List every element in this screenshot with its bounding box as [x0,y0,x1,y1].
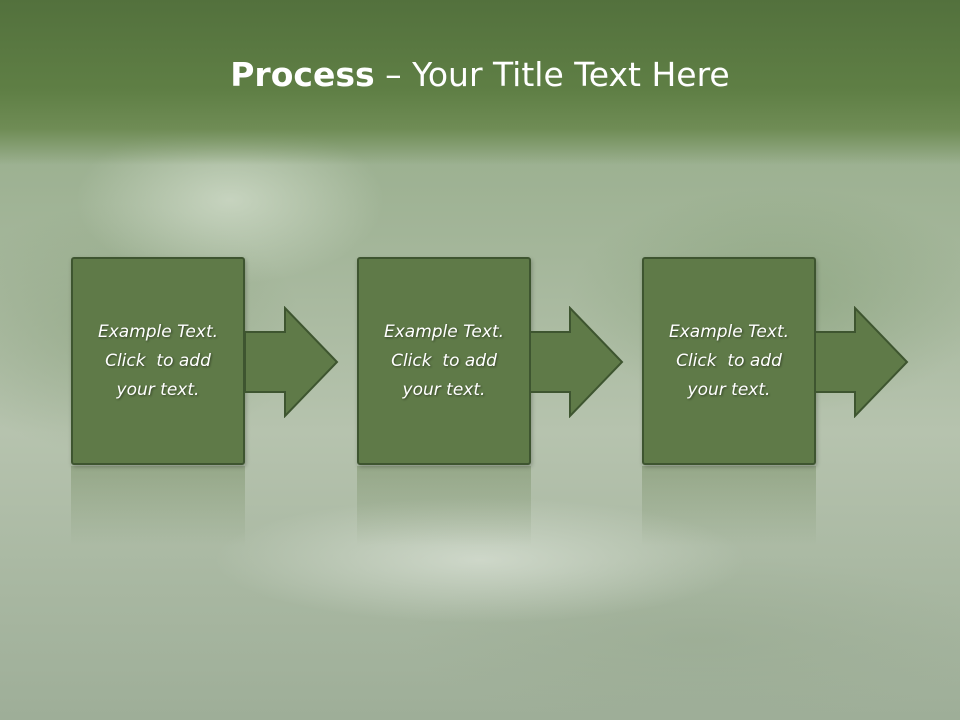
title-band [0,0,960,165]
step-2-line-3: your text. [402,379,486,400]
slide-title[interactable]: Process – Your Title Text Here [0,52,960,98]
step-1-reflection [71,466,245,546]
step-1-line-1: Example Text. [97,321,219,342]
step-1-line-2: Click to add [105,350,211,371]
step-1-arrow-icon [245,306,339,418]
step-2-reflection [357,466,531,546]
step-3-line-1: Example Text. [668,321,790,342]
title-bold-part: Process [230,55,375,94]
step-3-box[interactable]: Example Text. Click to add your text. [642,257,816,465]
step-1-text: Example Text. Click to add your text. [90,318,226,405]
step-1-line-3: your text. [116,379,200,400]
step-2-text: Example Text. Click to add your text. [376,318,512,405]
step-2-line-1: Example Text. [383,321,505,342]
step-2-box[interactable]: Example Text. Click to add your text. [357,257,531,465]
step-3-line-3: your text. [687,379,771,400]
title-rest-part: – Your Title Text Here [374,55,730,94]
step-1-box[interactable]: Example Text. Click to add your text. [71,257,245,465]
step-3-line-2: Click to add [676,350,782,371]
step-2-arrow-icon [530,306,624,418]
step-2-line-2: Click to add [391,350,497,371]
step-3-reflection [642,466,816,546]
step-3-text: Example Text. Click to add your text. [661,318,797,405]
step-3-arrow-icon [815,306,909,418]
